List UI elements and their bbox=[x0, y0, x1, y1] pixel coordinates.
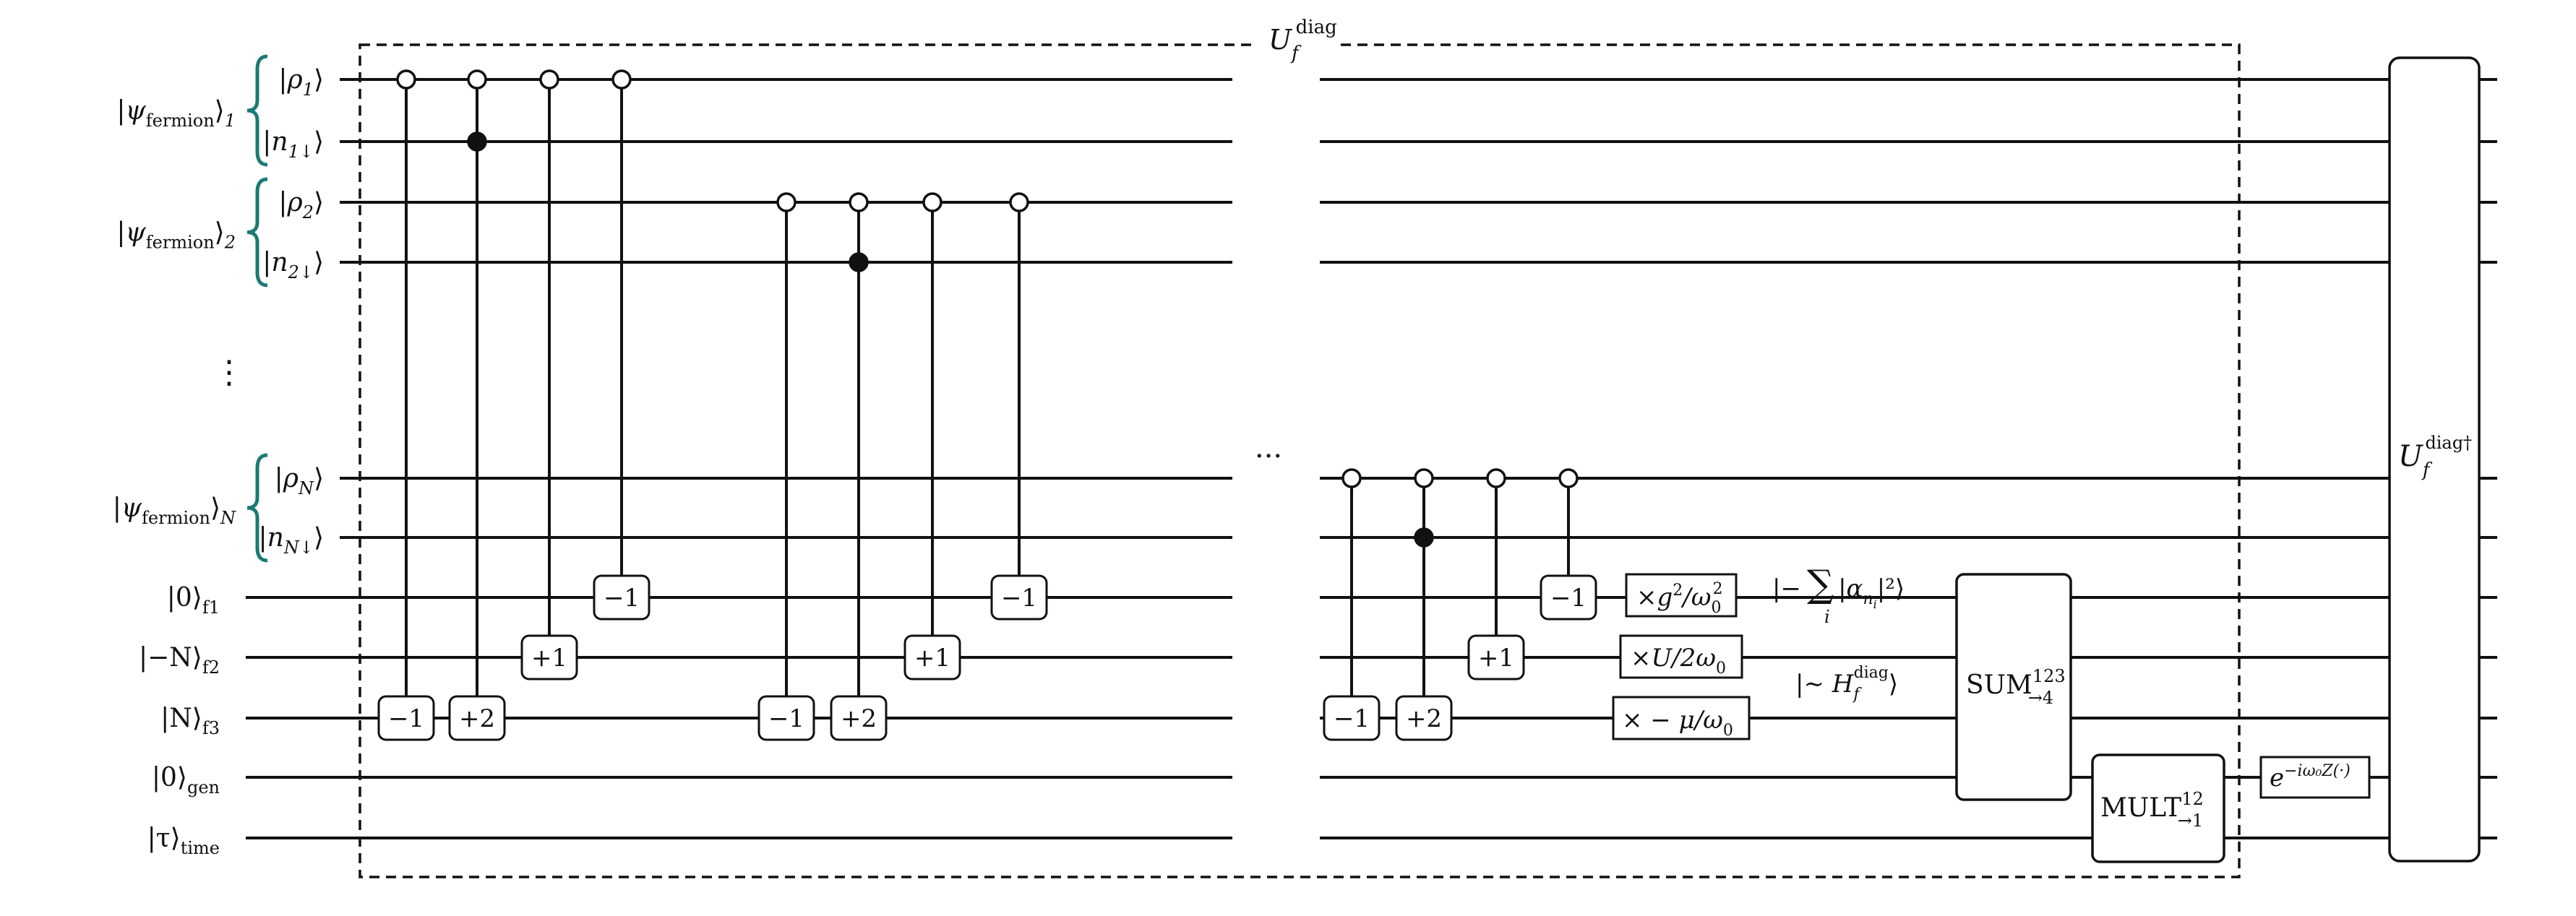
alpha-sum-index: i bbox=[1824, 607, 1830, 627]
svg-text:×U/2ω0: ×U/2ω0 bbox=[1631, 644, 1726, 678]
control-dot-open bbox=[1414, 468, 1434, 488]
svg-text:×g2/ω02: ×g2/ω02 bbox=[1636, 580, 1722, 617]
control-dot-open bbox=[396, 69, 416, 90]
add-gate-plus1 bbox=[520, 634, 578, 680]
wire-label-8: |N⟩f3 bbox=[160, 704, 220, 738]
mult-box-mu: × − μ/ω0 bbox=[1612, 696, 1751, 740]
wire-label-3: |n2↓⟩ bbox=[262, 248, 324, 282]
add-gate-plus1 bbox=[903, 634, 961, 680]
control-dot-open bbox=[539, 69, 559, 90]
wire-label-5: |nN↓⟩ bbox=[259, 523, 324, 558]
vertical-ellipsis: ⋮ bbox=[213, 354, 245, 391]
add-gate-label: +1 bbox=[914, 644, 950, 673]
svg-text:MULT12→1: MULT12→1 bbox=[2100, 789, 2204, 831]
register-name-2: |ψfermion⟩2 bbox=[116, 218, 236, 253]
controlled-gates: −1 +2 +1 −1 −1 +2 +1 −1 −1 +2 +1 −1 bbox=[377, 69, 1597, 741]
wire-label-1: |n1↓⟩ bbox=[262, 127, 324, 162]
wire-label-7: |−N⟩f2 bbox=[139, 643, 220, 678]
add-gate-label: −1 bbox=[768, 704, 804, 733]
wires bbox=[246, 78, 2497, 839]
register-brace-3 bbox=[246, 453, 268, 563]
mult-gate: MULT12→1 bbox=[2091, 753, 2225, 863]
control-dot-filled bbox=[1414, 527, 1434, 548]
add-gate-label: +1 bbox=[531, 644, 567, 673]
wire-label-0: |ρ1⟩ bbox=[278, 65, 324, 100]
register-name-1: |ψfermion⟩1 bbox=[116, 96, 236, 131]
register-brace-1 bbox=[246, 54, 268, 167]
control-dot-open bbox=[776, 192, 797, 212]
control-dot-open bbox=[849, 192, 869, 212]
uf-diag-dagger-gate: Ufdiag† bbox=[2388, 56, 2481, 863]
control-dot-open bbox=[1341, 468, 1362, 488]
wire-label-9: |0⟩gen bbox=[152, 763, 220, 798]
svg-text:× − μ/ω0: × − μ/ω0 bbox=[1622, 706, 1733, 740]
register-groups: |ψfermion⟩1 |ψfermion⟩2 |ψfermion⟩N bbox=[113, 54, 268, 563]
add-gate-label: −1 bbox=[604, 584, 640, 613]
control-dot-open bbox=[611, 69, 632, 90]
add-gate-label: −1 bbox=[1550, 584, 1587, 613]
add-gate-minus1 bbox=[593, 574, 651, 621]
control-dot-open bbox=[1558, 468, 1579, 488]
mult-box-u: ×U/2ω0 bbox=[1619, 634, 1743, 679]
add-gate-label: −1 bbox=[388, 704, 424, 733]
h-diag-annotation: |∼ Hfdiag⟩ bbox=[1795, 664, 1898, 704]
add-gate-minus1 bbox=[377, 695, 435, 741]
control-dot-filled bbox=[467, 131, 487, 152]
wire-label-4: |ρN⟩ bbox=[275, 464, 324, 498]
title-backdrop bbox=[1258, 23, 1337, 59]
add-gate-minus1 bbox=[990, 574, 1048, 621]
add-gate-label: +2 bbox=[1406, 704, 1442, 733]
register-brace-2 bbox=[246, 177, 268, 288]
control-dot-open bbox=[467, 69, 487, 90]
add-gate-label: −1 bbox=[1001, 584, 1037, 613]
add-gate-label: −1 bbox=[1334, 704, 1370, 733]
svg-text:SUM123→4: SUM123→4 bbox=[1966, 666, 2066, 708]
alpha-sum-annotation: |−∑|αni|²⟩ bbox=[1772, 563, 1905, 611]
add-gate-minus1 bbox=[757, 695, 815, 741]
wire-label-10: |τ⟩time bbox=[147, 824, 220, 858]
circuit-title: Ufdiag bbox=[1268, 17, 1337, 64]
phase-gate: e−iω₀Z(·) bbox=[2259, 756, 2371, 799]
add-gate-label: +2 bbox=[459, 704, 495, 733]
control-dot-filled bbox=[849, 252, 869, 272]
mult-box-g2: ×g2/ω02 bbox=[1625, 573, 1738, 618]
control-dot-open bbox=[1009, 192, 1029, 212]
sum-gate: SUM123→4 bbox=[1955, 573, 2072, 801]
control-dot-open bbox=[922, 192, 943, 212]
wire-label-2: |ρ2⟩ bbox=[278, 188, 324, 222]
add-gate-plus1 bbox=[1467, 634, 1525, 680]
wire-label-6: |0⟩f1 bbox=[167, 583, 220, 618]
add-gate-minus1 bbox=[1540, 574, 1597, 621]
add-gate-label: +2 bbox=[841, 704, 877, 733]
svg-text:e−iω₀Z(·): e−iω₀Z(·) bbox=[2270, 762, 2350, 792]
horizontal-ellipsis: ··· bbox=[1255, 440, 1282, 473]
add-gate-label: +1 bbox=[1478, 644, 1514, 673]
wire-labels: |ρ1⟩ |n1↓⟩ |ρ2⟩ |n2↓⟩ |ρN⟩ |nN↓⟩ |0⟩f1 |−N⟩f2 |N… bbox=[139, 65, 324, 858]
register-name-3: |ψfermion⟩N bbox=[113, 493, 236, 528]
control-dot-open bbox=[1486, 468, 1506, 488]
add-gate-minus1 bbox=[1323, 695, 1381, 741]
